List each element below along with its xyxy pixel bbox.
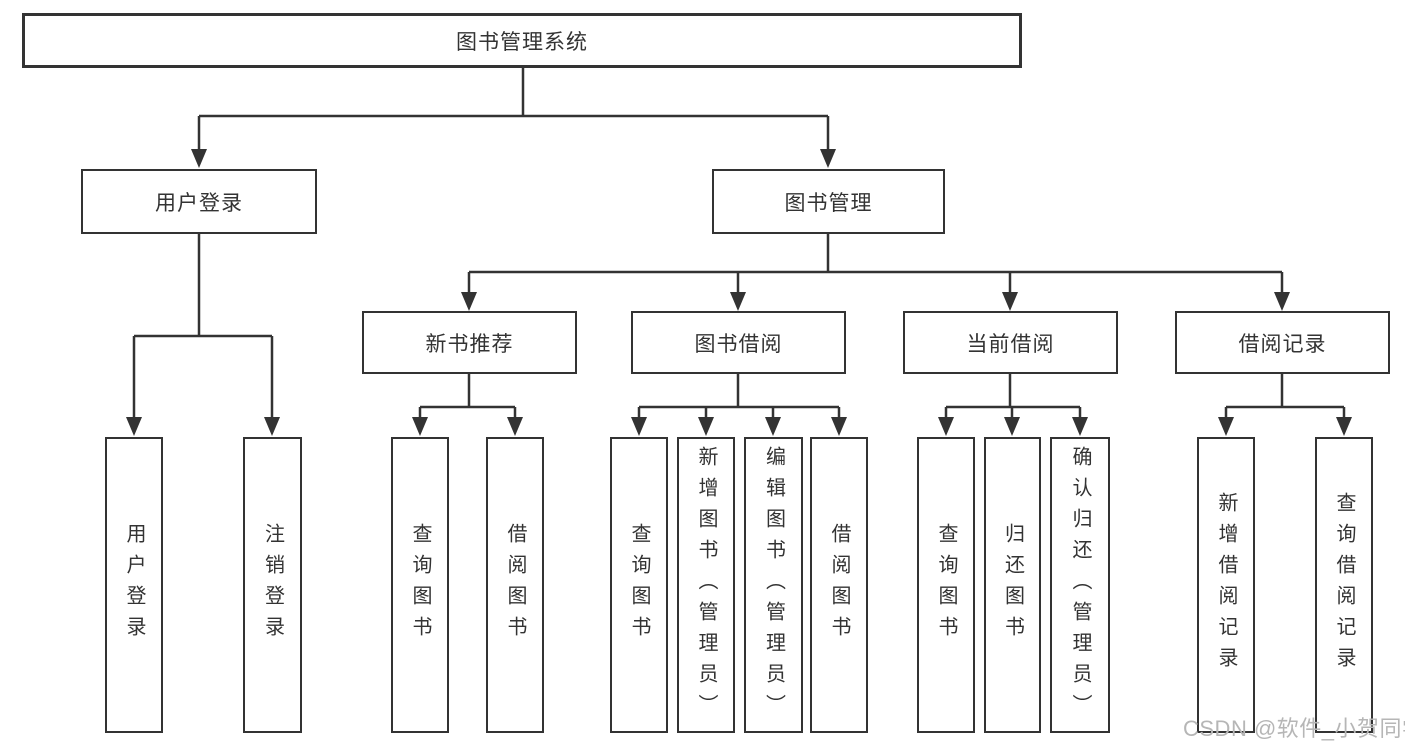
- node-root: 图书管理系统: [22, 13, 1022, 68]
- leaf-label: 注销登录: [261, 523, 284, 647]
- leaf-label: 用户登录: [123, 523, 145, 647]
- leaf-label: 归还图书: [1001, 523, 1024, 647]
- leaf-label: 新增借阅记录: [1215, 492, 1237, 678]
- node-label: 图书管理: [784, 191, 873, 215]
- connector-book-management: [461, 234, 1290, 311]
- node-label: 图书管理系统: [456, 30, 588, 54]
- leaf-bb-query-books: 查询图书: [610, 437, 668, 733]
- leaf-label: 查询图书: [628, 523, 650, 647]
- leaf-label: 查询图书: [409, 523, 431, 647]
- node-current-borrow: 当前借阅: [903, 311, 1118, 374]
- leaf-bb-borrow-books: 借阅图书: [810, 437, 868, 733]
- node-label: 借阅记录: [1238, 332, 1327, 356]
- connector-borrow-records: [1218, 374, 1352, 436]
- leaf-label: 借阅图书: [504, 523, 526, 647]
- csdn-watermark: CSDN @软件_小贺同学: [1183, 716, 1405, 741]
- leaf-user-login: 用户登录: [105, 437, 163, 733]
- leaf-cb-return-books: 归还图书: [984, 437, 1041, 733]
- leaf-br-query-borrow-record: 查询借阅记录: [1315, 437, 1373, 733]
- leaf-bb-add-books-admin: 新增图书（管理员）: [677, 437, 735, 733]
- leaf-bb-edit-books-admin: 编辑图书（管理员）: [744, 437, 803, 733]
- node-new-book-recommend: 新书推荐: [362, 311, 577, 374]
- connector-new-book-recommend: [412, 374, 523, 436]
- leaf-label: 借阅图书: [828, 523, 850, 647]
- leaf-label: 确认归还（管理员）: [1069, 445, 1091, 725]
- node-user-login: 用户登录: [81, 169, 317, 234]
- connector-user-login: [126, 234, 280, 436]
- leaf-cb-confirm-return-admin: 确认归还（管理员）: [1050, 437, 1110, 733]
- connector-root: [191, 68, 836, 168]
- leaf-label: 编辑图书（管理员）: [762, 445, 785, 725]
- leaf-label: 新增图书（管理员）: [695, 445, 717, 725]
- leaf-br-add-borrow-record: 新增借阅记录: [1197, 437, 1255, 733]
- connector-current-borrow: [938, 374, 1088, 436]
- leaf-logout: 注销登录: [243, 437, 302, 733]
- leaf-cb-query-books: 查询图书: [917, 437, 975, 733]
- leaf-label: 查询图书: [935, 523, 957, 647]
- node-label: 新书推荐: [425, 332, 514, 356]
- leaf-nb-query-books: 查询图书: [391, 437, 449, 733]
- node-book-borrow: 图书借阅: [631, 311, 846, 374]
- node-label: 当前借阅: [966, 332, 1055, 356]
- node-book-management: 图书管理: [712, 169, 945, 234]
- connector-book-borrow: [631, 374, 847, 436]
- node-label: 用户登录: [155, 191, 243, 215]
- node-label: 图书借阅: [694, 332, 783, 356]
- leaf-label: 查询借阅记录: [1333, 492, 1355, 678]
- node-borrow-records: 借阅记录: [1175, 311, 1390, 374]
- leaf-nb-borrow-books: 借阅图书: [486, 437, 544, 733]
